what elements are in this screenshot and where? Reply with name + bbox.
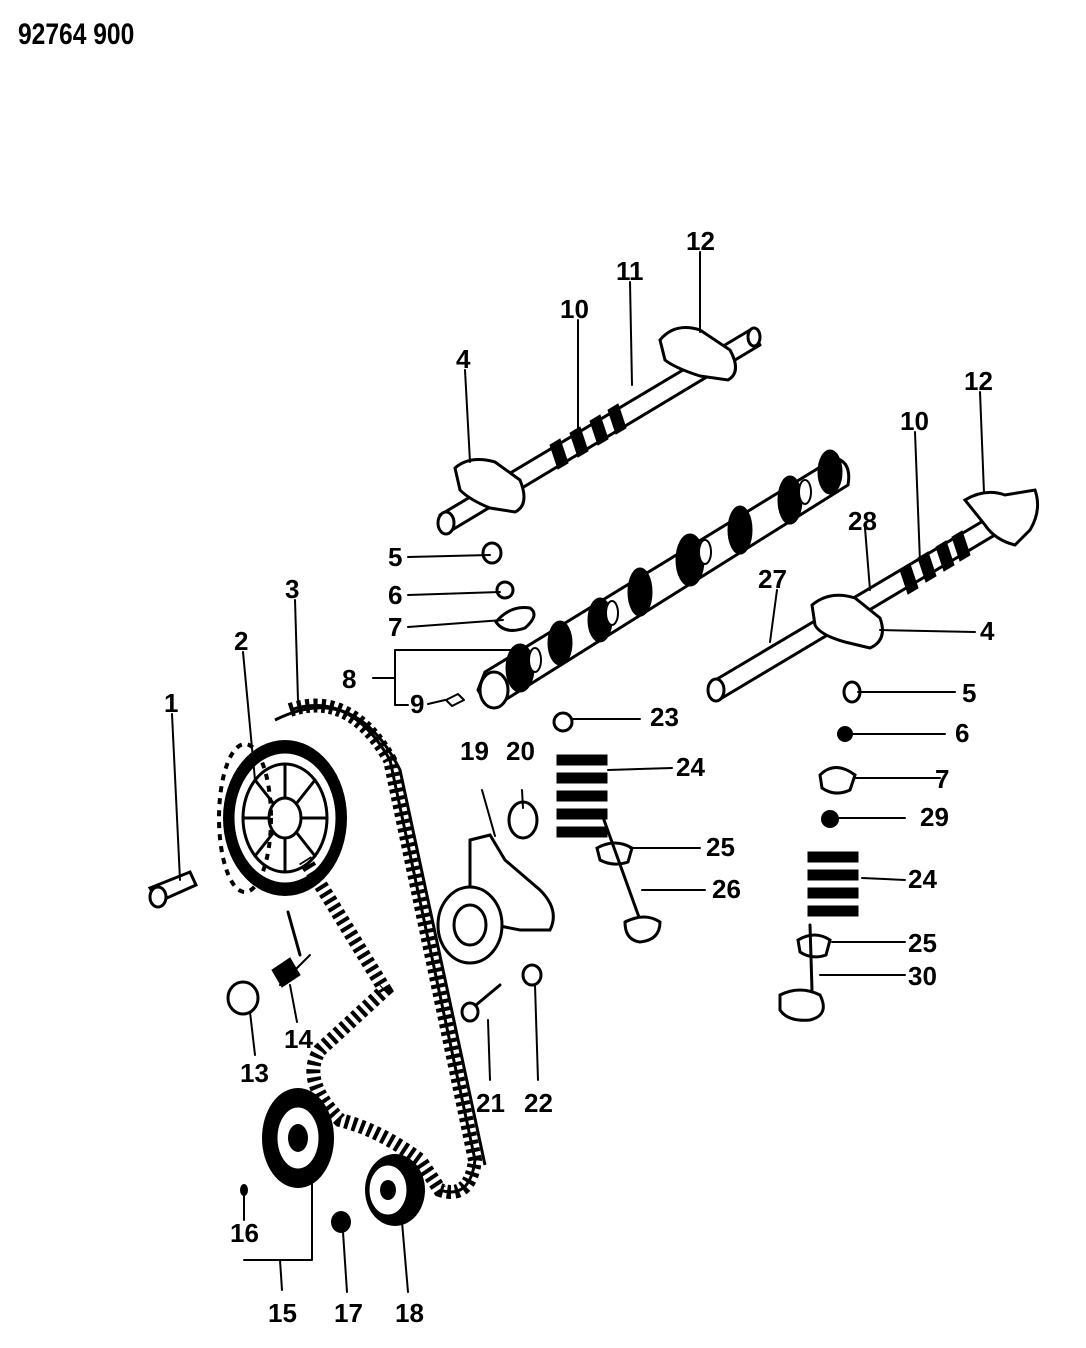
belt-tensioner bbox=[436, 800, 555, 1023]
label-23: 23 bbox=[650, 702, 679, 732]
label-7-right: 7 bbox=[935, 764, 949, 794]
label-16: 16 bbox=[230, 1218, 259, 1248]
label-27: 27 bbox=[758, 564, 787, 594]
left-small-parts bbox=[445, 541, 536, 707]
camshaft bbox=[476, 449, 851, 710]
label-22: 22 bbox=[524, 1088, 553, 1118]
label-7-left: 7 bbox=[388, 612, 402, 642]
intake-valve-parts bbox=[552, 711, 662, 944]
upper-rocker-shaft bbox=[436, 326, 762, 536]
rocker-spring-right bbox=[899, 530, 971, 595]
camshaft-sprocket bbox=[217, 740, 347, 896]
label-8: 8 bbox=[342, 664, 356, 694]
right-rocker-shaft bbox=[706, 488, 1040, 703]
label-4-upper: 4 bbox=[456, 344, 471, 374]
label-25-right: 25 bbox=[908, 928, 937, 958]
misc-small-parts bbox=[147, 870, 351, 1233]
label-10-upper: 10 bbox=[560, 294, 589, 324]
label-12-upper: 12 bbox=[686, 226, 715, 256]
part-labels: 1 2 3 4 4 5 5 6 6 7 7 8 9 10 10 11 12 12… bbox=[164, 226, 995, 1328]
label-20: 20 bbox=[506, 736, 535, 766]
label-9: 9 bbox=[410, 689, 424, 719]
label-1: 1 bbox=[164, 688, 178, 718]
label-18: 18 bbox=[395, 1298, 424, 1328]
label-15: 15 bbox=[268, 1298, 297, 1328]
leader-lines bbox=[171, 251, 985, 1293]
label-26: 26 bbox=[712, 874, 741, 904]
drawing-number: 92764 900 bbox=[18, 18, 135, 51]
label-17: 17 bbox=[334, 1298, 363, 1328]
label-5-right: 5 bbox=[962, 678, 976, 708]
label-6-left: 6 bbox=[388, 580, 402, 610]
label-24-right: 24 bbox=[908, 864, 937, 894]
label-30: 30 bbox=[908, 961, 937, 991]
label-21: 21 bbox=[476, 1088, 505, 1118]
idler-pulley bbox=[365, 1154, 425, 1226]
label-3: 3 bbox=[285, 574, 299, 604]
label-25-center: 25 bbox=[706, 832, 735, 862]
valve-spring-center bbox=[556, 754, 608, 838]
label-6-right: 6 bbox=[955, 718, 969, 748]
label-13: 13 bbox=[240, 1058, 269, 1088]
label-2: 2 bbox=[234, 626, 248, 656]
label-12-right: 12 bbox=[964, 366, 993, 396]
label-28: 28 bbox=[848, 506, 877, 536]
rocker-spring-upper bbox=[549, 403, 627, 470]
crankshaft-sprocket bbox=[262, 1088, 334, 1188]
exhaust-valve-parts bbox=[778, 680, 862, 1022]
label-24-center: 24 bbox=[676, 752, 705, 782]
label-29: 29 bbox=[920, 802, 949, 832]
label-5-left: 5 bbox=[388, 542, 402, 572]
label-11: 11 bbox=[616, 256, 644, 286]
timing-belt bbox=[274, 698, 487, 1199]
label-14: 14 bbox=[284, 1024, 313, 1054]
label-4-right: 4 bbox=[980, 616, 995, 646]
label-10-right: 10 bbox=[900, 406, 929, 436]
label-19: 19 bbox=[460, 736, 489, 766]
valve-spring-right bbox=[807, 851, 859, 917]
